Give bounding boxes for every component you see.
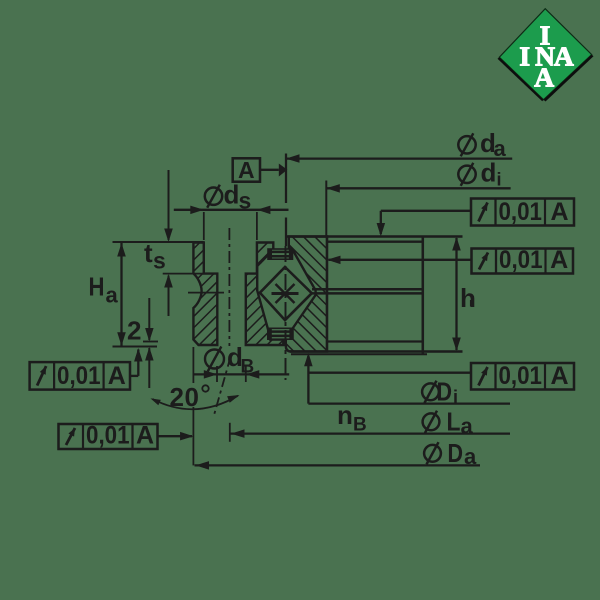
svg-text:A: A [550,246,568,274]
svg-text:a: a [494,136,507,161]
svg-text:i: i [497,170,502,190]
svg-text:d: d [224,180,240,210]
svg-text:I: I [540,19,551,50]
svg-text:2: 2 [127,316,141,346]
svg-text:2: 2 [170,382,184,412]
svg-text:a: a [461,414,474,439]
svg-text:0,01: 0,01 [57,362,101,390]
svg-text:A: A [534,62,554,93]
svg-text:A: A [550,362,568,390]
svg-text:d: d [480,128,496,158]
svg-text:H: H [89,272,105,302]
svg-text:A: A [554,40,574,71]
svg-text:0,01: 0,01 [86,422,130,450]
svg-text:I: I [519,40,530,71]
svg-text:B: B [353,415,367,436]
svg-text:d: d [481,158,497,188]
svg-text:a: a [464,444,477,469]
svg-text:A: A [108,362,126,390]
svg-text:0,01: 0,01 [498,362,542,390]
svg-text:t: t [144,238,153,268]
svg-text:L: L [447,407,461,437]
svg-text:i: i [453,387,458,407]
svg-text:N: N [535,40,555,71]
svg-text:a: a [106,283,119,308]
svg-text:s: s [239,188,252,214]
svg-text:0,01: 0,01 [499,246,543,274]
svg-text:s: s [153,248,166,274]
svg-text:0: 0 [185,382,199,412]
svg-text:D: D [437,377,453,407]
svg-text:h: h [460,283,476,313]
svg-text:d: d [227,342,243,372]
svg-text:A: A [238,157,255,183]
svg-text:B: B [241,356,255,377]
svg-text:0,01: 0,01 [498,198,542,226]
svg-text:D: D [448,438,464,468]
svg-text:A: A [136,422,154,450]
svg-text:A: A [550,198,568,226]
svg-text:n: n [337,400,353,430]
